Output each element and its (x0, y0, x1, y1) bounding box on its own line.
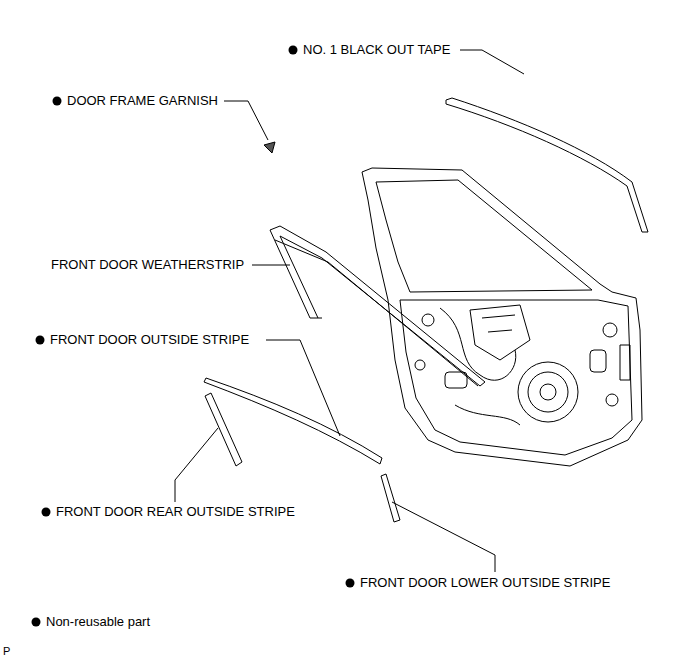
non-reusable-mark (42, 508, 51, 517)
leader-line (175, 428, 218, 502)
window-opening (376, 180, 592, 292)
part-name: FRONT DOOR REAR OUTSIDE STRIPE (55, 504, 296, 520)
outside-stripe (204, 378, 382, 464)
part-name: NO. 1 BLACK OUT TAPE (302, 42, 451, 58)
leader-line (392, 502, 495, 572)
service-hole (415, 360, 425, 370)
legend-text: Non-reusable part (45, 614, 151, 630)
leader-line (460, 50, 524, 74)
door-inner-panel (400, 300, 632, 455)
part-name: DOOR FRAME GARNISH (66, 93, 219, 109)
weatherstrip (270, 226, 485, 386)
legend-symbol (32, 618, 41, 627)
door-frame (362, 168, 642, 466)
part-name: FRONT DOOR OUTSIDE STRIPE (49, 332, 250, 348)
door-wire (440, 308, 520, 425)
door-frame-garnish (264, 142, 275, 153)
part-name: FRONT DOOR LOWER OUTSIDE STRIPE (359, 575, 611, 591)
black-out-tape (446, 98, 648, 232)
non-reusable-mark (36, 336, 45, 345)
service-hole (603, 323, 617, 337)
non-reusable-mark (53, 97, 62, 106)
figure-code: P (2, 643, 11, 659)
non-reusable-mark (346, 579, 355, 588)
speaker (518, 362, 578, 422)
lower-outside-stripe (381, 474, 400, 522)
door-lock (620, 345, 630, 380)
leader-line (252, 265, 290, 266)
window-regulator (470, 305, 530, 360)
weatherstrip (275, 240, 478, 386)
leader-line (224, 101, 268, 140)
leader-line (266, 340, 340, 436)
speaker (528, 372, 568, 412)
service-hole (606, 394, 618, 406)
non-reusable-mark (289, 46, 298, 55)
service-hole (422, 314, 434, 326)
service-hole (590, 350, 606, 372)
rear-outside-stripe (205, 393, 242, 466)
part-name: FRONT DOOR WEATHERSTRIP (50, 257, 245, 273)
speaker (540, 384, 556, 400)
